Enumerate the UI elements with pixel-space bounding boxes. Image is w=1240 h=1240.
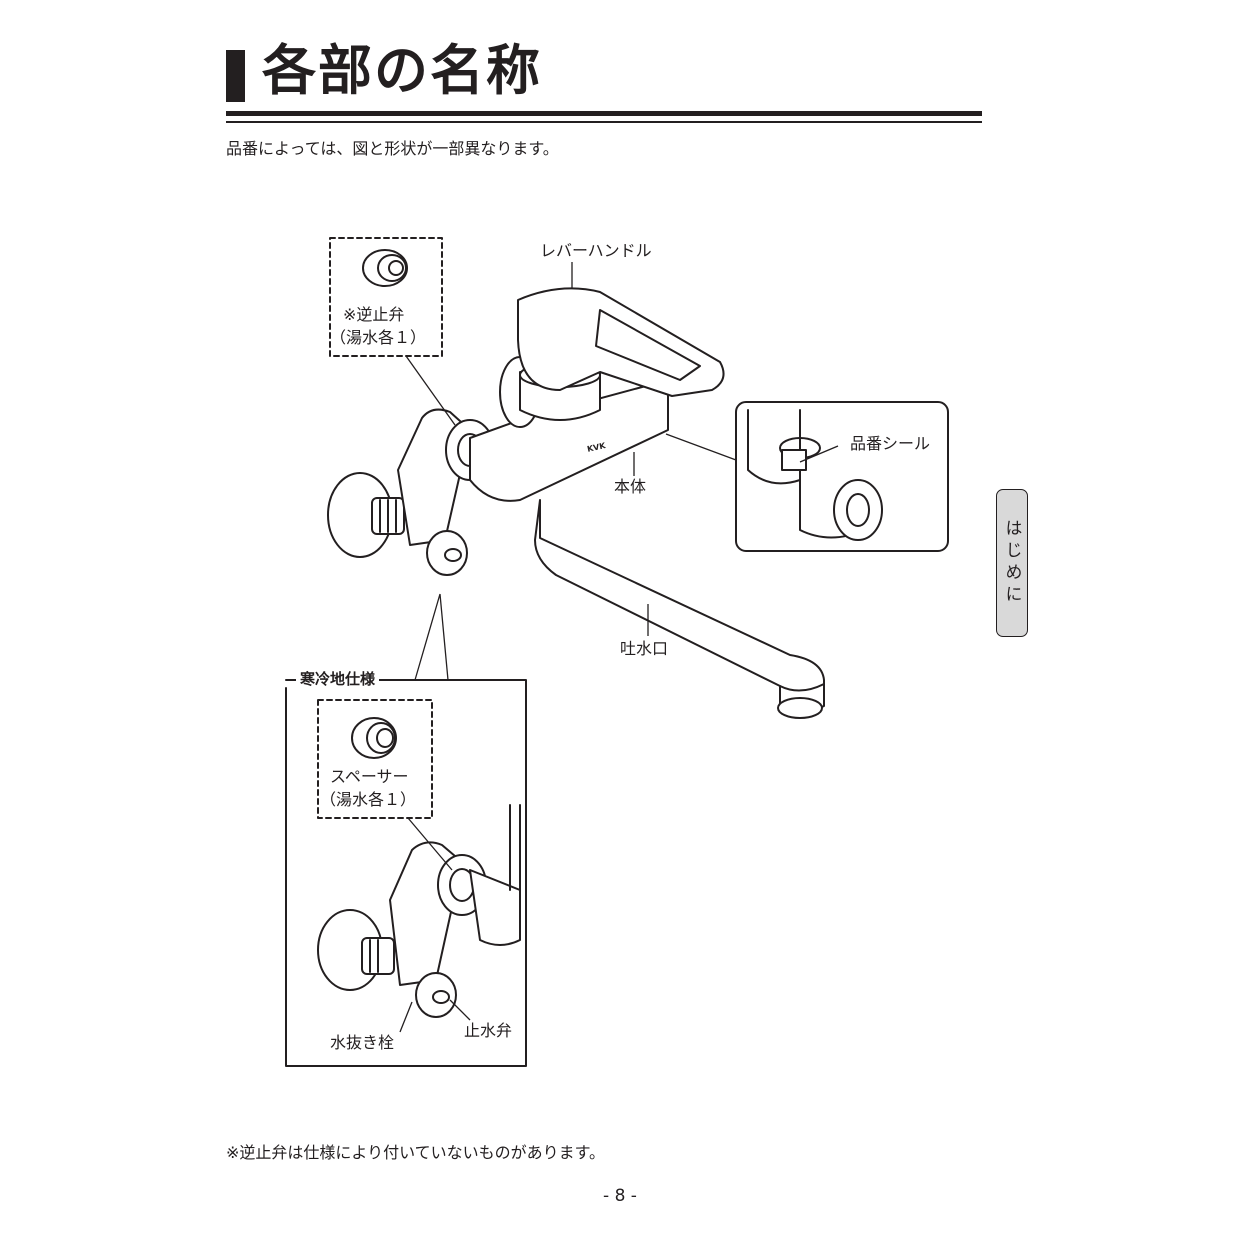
- label-check-valve-qty: （湯水各１）: [330, 328, 427, 347]
- label-spout: 吐水口: [620, 639, 669, 658]
- page-title: 各部の名称: [262, 39, 542, 102]
- label-stop-valve: 止水弁: [464, 1021, 513, 1040]
- spacer-frame: [317, 699, 433, 819]
- footnote: ※逆止弁は仕様により付いていないものがあります。: [226, 1143, 606, 1162]
- title-rule-thick: [226, 111, 982, 116]
- seal-sticker: [781, 449, 807, 471]
- title-rule-thin: [226, 121, 982, 123]
- label-body: 本体: [614, 477, 647, 496]
- intro-text: 品番によっては、図と形状が一部異なります。: [226, 139, 559, 158]
- check-valve-frame: [329, 237, 443, 357]
- label-product-seal: 品番シール: [850, 434, 931, 453]
- cold-spec-title: 寒冷地仕様: [296, 668, 380, 690]
- label-lever-handle: レバーハンドル: [540, 241, 652, 260]
- label-check-valve: ※逆止弁: [343, 305, 405, 324]
- title-bar-mark: [226, 50, 245, 102]
- label-spacer-qty: （湯水各１）: [320, 790, 417, 809]
- cold-spec-frame: [285, 679, 527, 1067]
- page-number: - 8 -: [603, 1186, 637, 1206]
- label-spacer: スペーサー: [330, 767, 409, 786]
- spout-outlet: [777, 697, 823, 719]
- side-tab-introduction[interactable]: はじめに: [996, 489, 1028, 637]
- faucet-body: [469, 379, 669, 502]
- label-drain-plug: 水抜き栓: [330, 1033, 395, 1052]
- side-tab-label: はじめに: [1001, 519, 1022, 607]
